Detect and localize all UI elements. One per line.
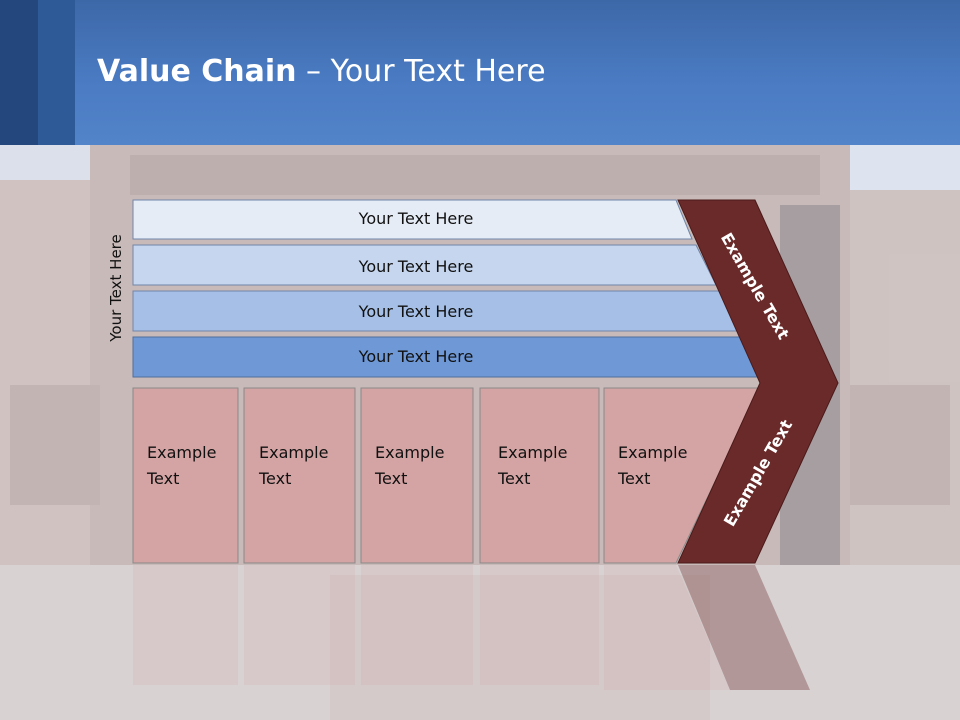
box-5-line-1: Example (618, 443, 688, 462)
chevron-reflection (678, 565, 810, 690)
box-2-line-1: Example (259, 443, 329, 462)
page-title: Value Chain – Your Text Here (97, 54, 546, 89)
header-accent-dark (0, 0, 38, 145)
box-4-line-2: Text (498, 469, 531, 488)
band-1 (132, 199, 693, 240)
box-1 (132, 387, 239, 564)
box-2-line-2: Text (259, 469, 292, 488)
band-label-3: Your Text Here (358, 302, 474, 321)
box-4 (479, 387, 600, 564)
vertical-label: Your Text Here (107, 234, 125, 342)
diagram-reflection (133, 565, 730, 690)
band-label-4: Your Text Here (358, 347, 474, 366)
band-label-1: Your Text Here (358, 209, 474, 228)
band-label-2: Your Text Here (358, 257, 474, 276)
title-rest: – Your Text Here (296, 54, 546, 89)
box-5 (603, 387, 761, 564)
box-3-line-2: Text (375, 469, 408, 488)
title-bold: Value Chain (97, 54, 297, 89)
box-1-line-2: Text (147, 469, 180, 488)
box-1-line-1: Example (147, 443, 217, 462)
box-3-line-1: Example (375, 443, 445, 462)
box-3 (360, 387, 474, 564)
header-bar: Value Chain – Your Text Here (0, 0, 960, 145)
box-5-line-2: Text (618, 469, 651, 488)
box-2 (243, 387, 356, 564)
header-accent-mid (38, 0, 75, 145)
chevron-arrow (677, 199, 839, 564)
box-4-line-1: Example (498, 443, 568, 462)
